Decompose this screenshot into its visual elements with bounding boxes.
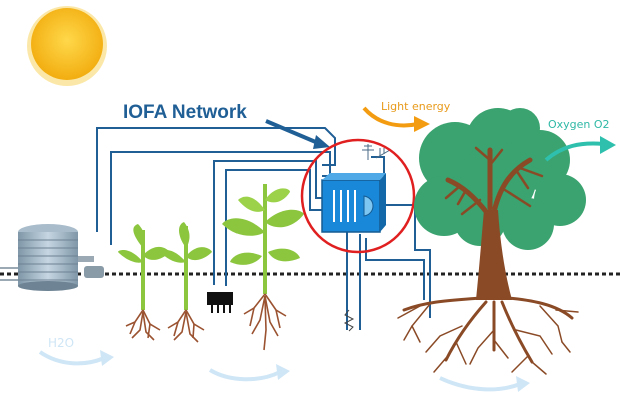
- diagram-title: IOFA Network: [123, 102, 247, 123]
- tree-trunk: [444, 146, 544, 300]
- title-arrow: [265, 119, 330, 149]
- control-box-icon: [207, 292, 233, 313]
- seedling-2: [160, 222, 212, 343]
- water-flow-arrowheads: [100, 350, 530, 392]
- water-label: H2O: [48, 336, 75, 350]
- light-energy-label: Light energy: [381, 100, 451, 113]
- sun-icon: [27, 6, 107, 86]
- leafy-plant: [222, 184, 304, 351]
- highlight-circle: [300, 138, 416, 254]
- antenna-icon: [362, 144, 391, 160]
- tree-roots: [397, 296, 579, 375]
- seedling-1: [118, 224, 170, 341]
- water-flow-arrows: [38, 350, 521, 392]
- iofa-unit-icon: [321, 173, 386, 233]
- oxygen-label: Oxygen O2: [548, 118, 610, 131]
- sensor-icon: [343, 309, 355, 332]
- oxygen-arrow: [544, 136, 616, 162]
- water-tank-icon: [18, 224, 104, 291]
- light-energy-arrow: [362, 106, 430, 132]
